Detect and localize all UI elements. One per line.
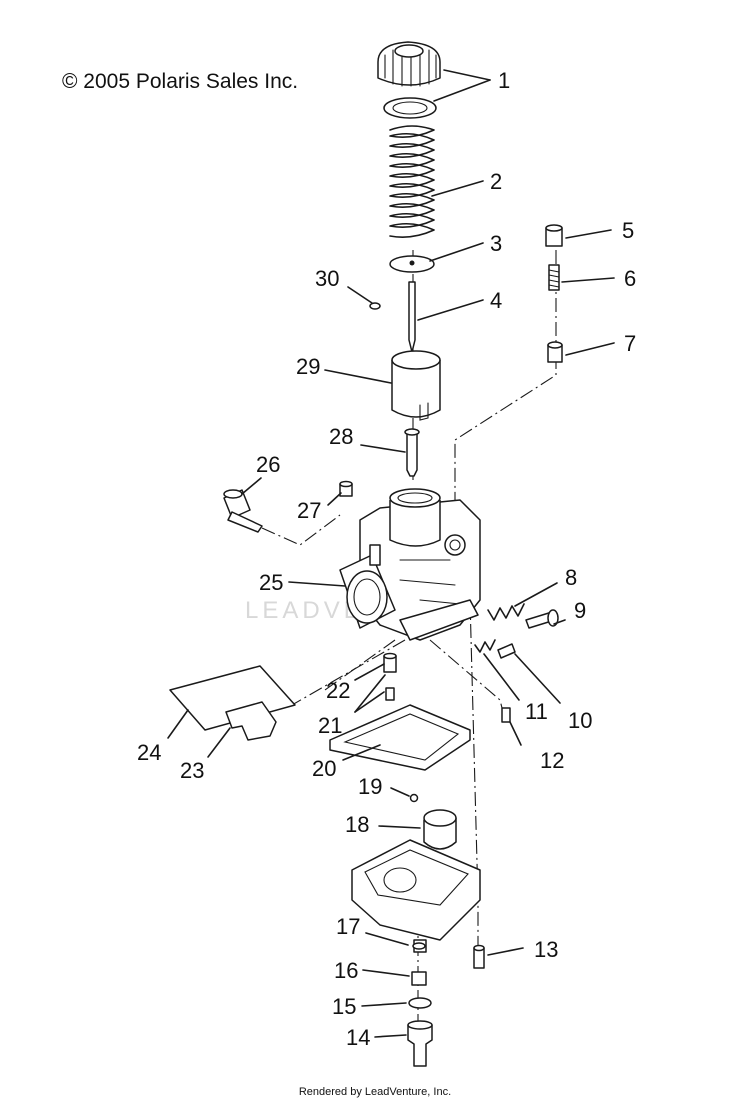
callout-16: 16: [334, 958, 358, 983]
cable-adjuster-part-26: [223, 489, 263, 533]
callout-2: 2: [490, 169, 502, 194]
drain-stack-parts-14-17: [407, 942, 433, 1067]
idle-screw-parts-8-9: [487, 603, 559, 629]
callout-1: 1: [498, 68, 510, 93]
leader-lines: [167, 69, 615, 1038]
callout-8: 8: [565, 565, 577, 590]
carburetor-body-part-25: [339, 488, 481, 641]
callout-23: 23: [180, 758, 204, 783]
callout-17: 17: [336, 914, 360, 939]
callout-6: 6: [624, 266, 636, 291]
float-bowl: [351, 839, 481, 953]
cap-assembly-part-1: [377, 41, 441, 119]
needle-jet-part-28: [404, 428, 420, 477]
footer-credit: Rendered by LeadVenture, Inc.: [298, 1086, 452, 1098]
callout-20: 20: [312, 756, 336, 781]
callout-19: 19: [358, 774, 382, 799]
e-clip-part-30: [369, 302, 381, 310]
callout-26: 26: [256, 452, 280, 477]
callout-28: 28: [329, 424, 353, 449]
callout-3: 3: [490, 231, 502, 256]
callout-25: 25: [259, 570, 283, 595]
spring-part-2: [389, 125, 435, 238]
callout-5: 5: [622, 218, 634, 243]
float-pin-part-19: [409, 793, 419, 803]
pilot-screw-parts-5-6-7: [545, 224, 563, 363]
throttle-slide-part-29: [391, 350, 441, 421]
pin-part-27: [339, 480, 353, 497]
callout-9: 9: [574, 598, 586, 623]
callout-7: 7: [624, 331, 636, 356]
callout-15: 15: [332, 994, 356, 1019]
screw-part-12: [501, 707, 511, 723]
copyright-notice: © 2005 Polaris Sales Inc.: [62, 70, 299, 93]
callout-27: 27: [297, 498, 321, 523]
screw-part-13: [473, 944, 485, 969]
callout-13: 13: [534, 937, 558, 962]
callout-18: 18: [345, 812, 369, 837]
jet-parts-21-22: [383, 652, 397, 701]
callout-30: 30: [315, 266, 339, 291]
callout-29: 29: [296, 354, 320, 379]
needle-clip-plate-part-3: [389, 255, 435, 273]
callout-labels: 1 2 3 4 5 6 7 8 9 10 11 12 13 14 15 16 1…: [137, 68, 636, 1050]
callout-10: 10: [568, 708, 592, 733]
pilot-screw-parts-10-11: [474, 639, 516, 659]
callout-14: 14: [346, 1025, 370, 1050]
callout-21: 21: [318, 713, 342, 738]
callout-24: 24: [137, 740, 161, 765]
jet-needle-part-4: [408, 281, 416, 353]
callout-22: 22: [326, 678, 350, 703]
callout-4: 4: [490, 288, 502, 313]
callout-11: 11: [525, 699, 548, 724]
bracket-parts-23-24: [169, 665, 296, 741]
float-part-18: [423, 809, 457, 850]
gasket-part-20: [329, 704, 471, 771]
callout-12: 12: [540, 748, 564, 773]
